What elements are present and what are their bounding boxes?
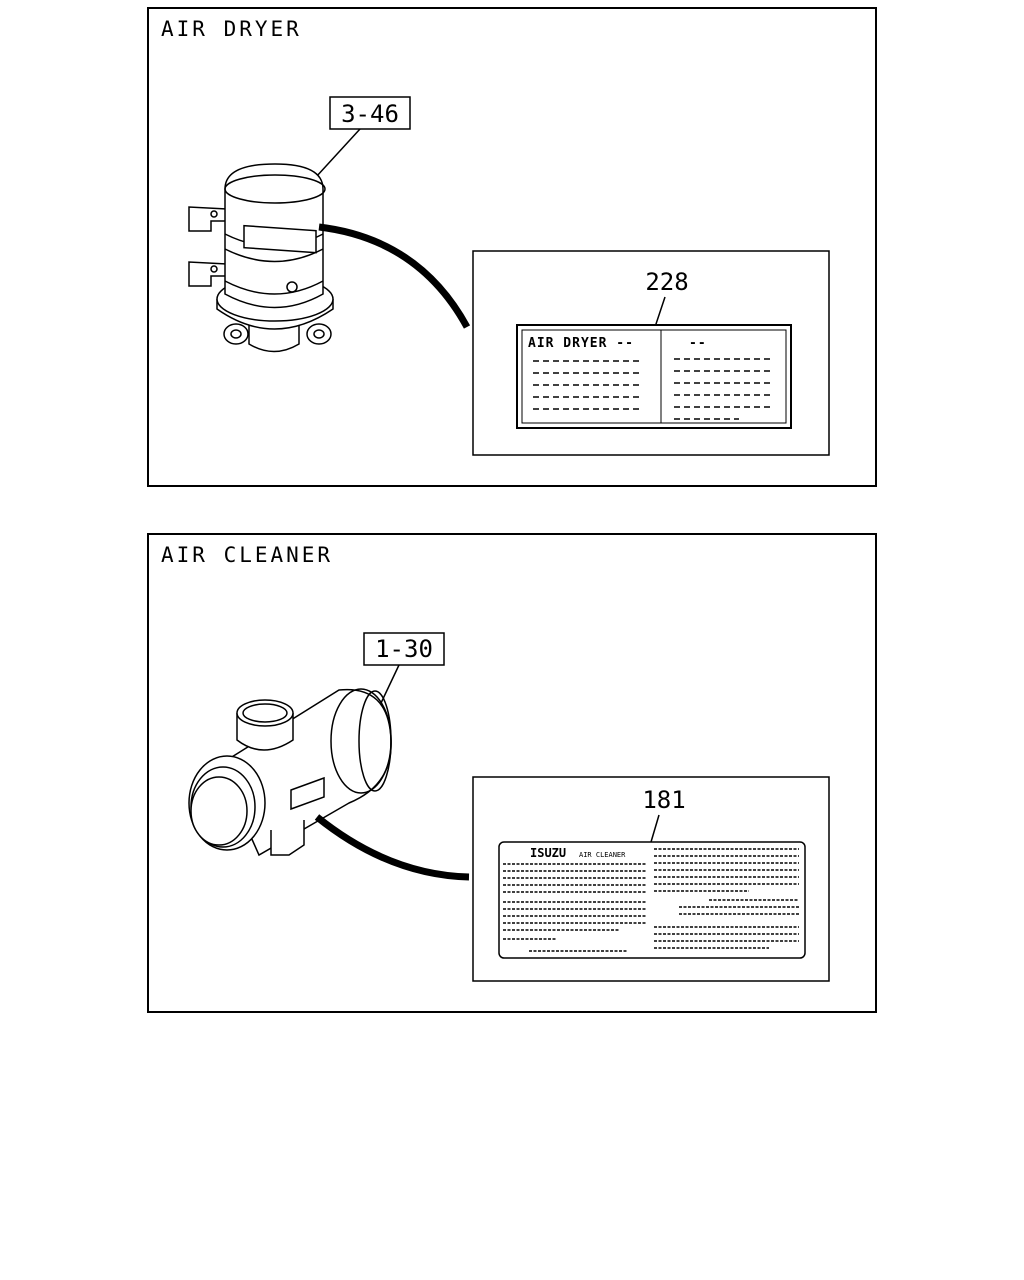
leader-curve (314, 814, 470, 881)
air-cleaner-illustration: 1-30 181 (188, 632, 830, 982)
leader-curve (318, 223, 471, 329)
panel-title: AIR DRYER (161, 17, 302, 41)
label-ref-number: 181 (642, 786, 685, 814)
air-cleaner-part (188, 688, 392, 857)
air-dryer-illustration: 3-46 (188, 96, 830, 456)
air-dryer-part (188, 163, 334, 353)
part-ref-callout: 3-46 (304, 96, 411, 190)
label-text-lines (503, 848, 799, 952)
label-text-lines (533, 358, 771, 420)
label-heading-right: -- (689, 336, 707, 351)
label-ref-number: 228 (645, 268, 688, 296)
label-detail-box: 181 ISUZU AIR CLEANER (472, 776, 830, 982)
panel-title: AIR CLEANER (161, 543, 334, 567)
brand-logo: ISUZU (530, 846, 566, 860)
label-detail-box: 228 AIR DRYER -- -- (472, 250, 830, 456)
part-ref-number: 3-46 (341, 100, 399, 128)
air-cleaner-panel: AIR CLEANER 1-30 (147, 533, 877, 1013)
label-heading: AIR DRYER -- (528, 336, 634, 351)
part-ref-number: 1-30 (375, 635, 433, 663)
air-dryer-panel: AIR DRYER 3-46 (147, 7, 877, 487)
label-heading: AIR CLEANER (579, 851, 626, 859)
part-ref-callout: 1-30 (363, 632, 445, 704)
